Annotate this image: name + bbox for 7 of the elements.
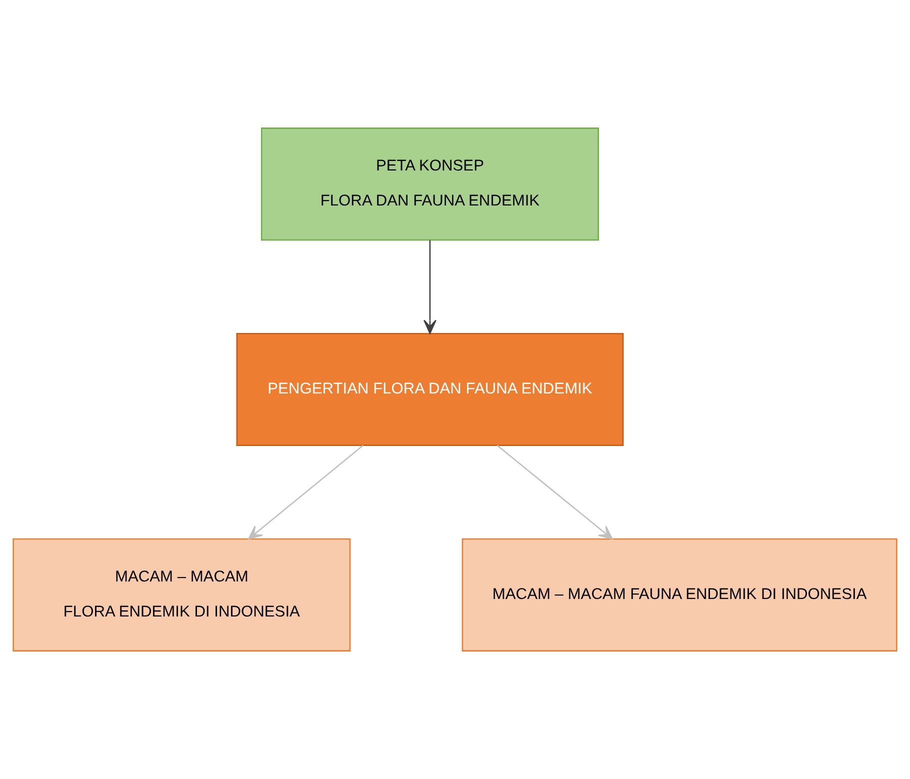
arrow [496, 444, 613, 540]
arrow [423, 240, 436, 334]
node-box: PETA KONSEP FLORA DAN FAUNA ENDEMIK [260, 128, 599, 241]
arrow [248, 444, 364, 540]
node-box: PENGERTIAN FLORA DAN FAUNA ENDEMIK [236, 332, 624, 446]
node-box: MACAM – MACAM FLORA ENDEMIK DI INDONESIA [12, 538, 351, 652]
node-box: MACAM – MACAM FAUNA ENDEMIK DI INDONESIA [462, 538, 898, 652]
